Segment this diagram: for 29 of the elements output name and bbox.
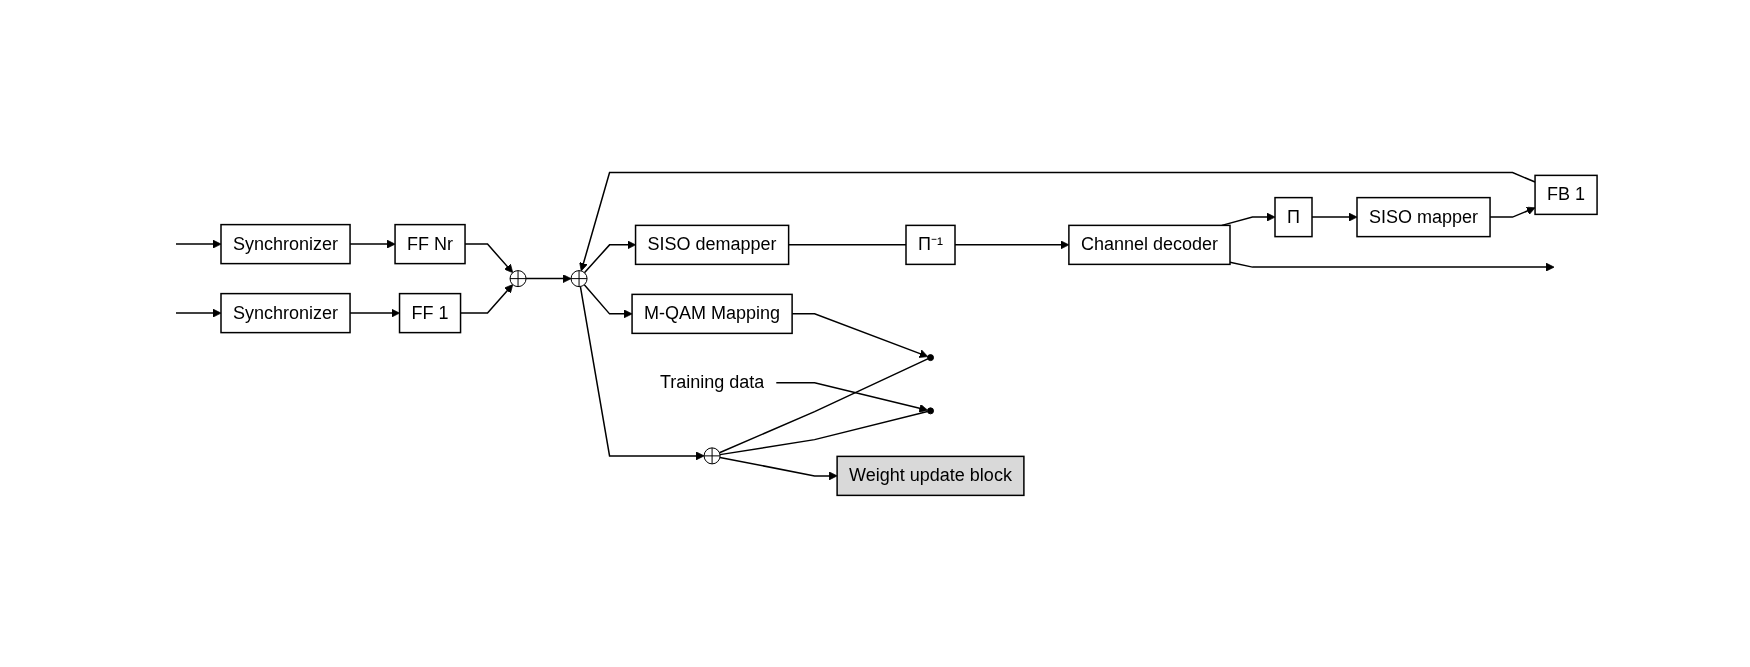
process-block: SISO mapper xyxy=(1356,196,1492,237)
process-block: FF 1 xyxy=(399,292,462,333)
summing-junction xyxy=(704,446,722,464)
process-block: Weight update block xyxy=(836,455,1026,496)
process-block: Synchronizer xyxy=(220,292,352,333)
process-block: Π xyxy=(1274,196,1314,237)
arrow xyxy=(719,456,838,480)
arrow xyxy=(1229,261,1555,271)
connector-line xyxy=(719,410,929,455)
summing-junction xyxy=(571,269,589,287)
process-block: SISO demapper xyxy=(635,224,790,265)
summing-junction xyxy=(510,269,527,287)
arrow xyxy=(584,239,637,273)
process-block: Channel decoder xyxy=(1068,224,1232,265)
arrow xyxy=(776,381,929,413)
connector-line xyxy=(719,357,929,453)
process-block: FB 1 xyxy=(1534,174,1599,215)
process-block: M-QAM Mapping xyxy=(631,293,794,334)
input-label: Training data xyxy=(660,371,765,392)
arrow xyxy=(580,285,705,460)
process-block: FF Nr xyxy=(394,223,467,264)
switch-contact xyxy=(927,353,935,361)
arrow xyxy=(175,308,222,317)
process-block: Synchronizer xyxy=(220,223,352,264)
switch-contact xyxy=(927,406,935,414)
process-block: Π⁻¹ xyxy=(905,224,957,265)
arrow xyxy=(175,239,222,248)
arrow xyxy=(525,273,572,283)
arrow xyxy=(584,283,633,318)
